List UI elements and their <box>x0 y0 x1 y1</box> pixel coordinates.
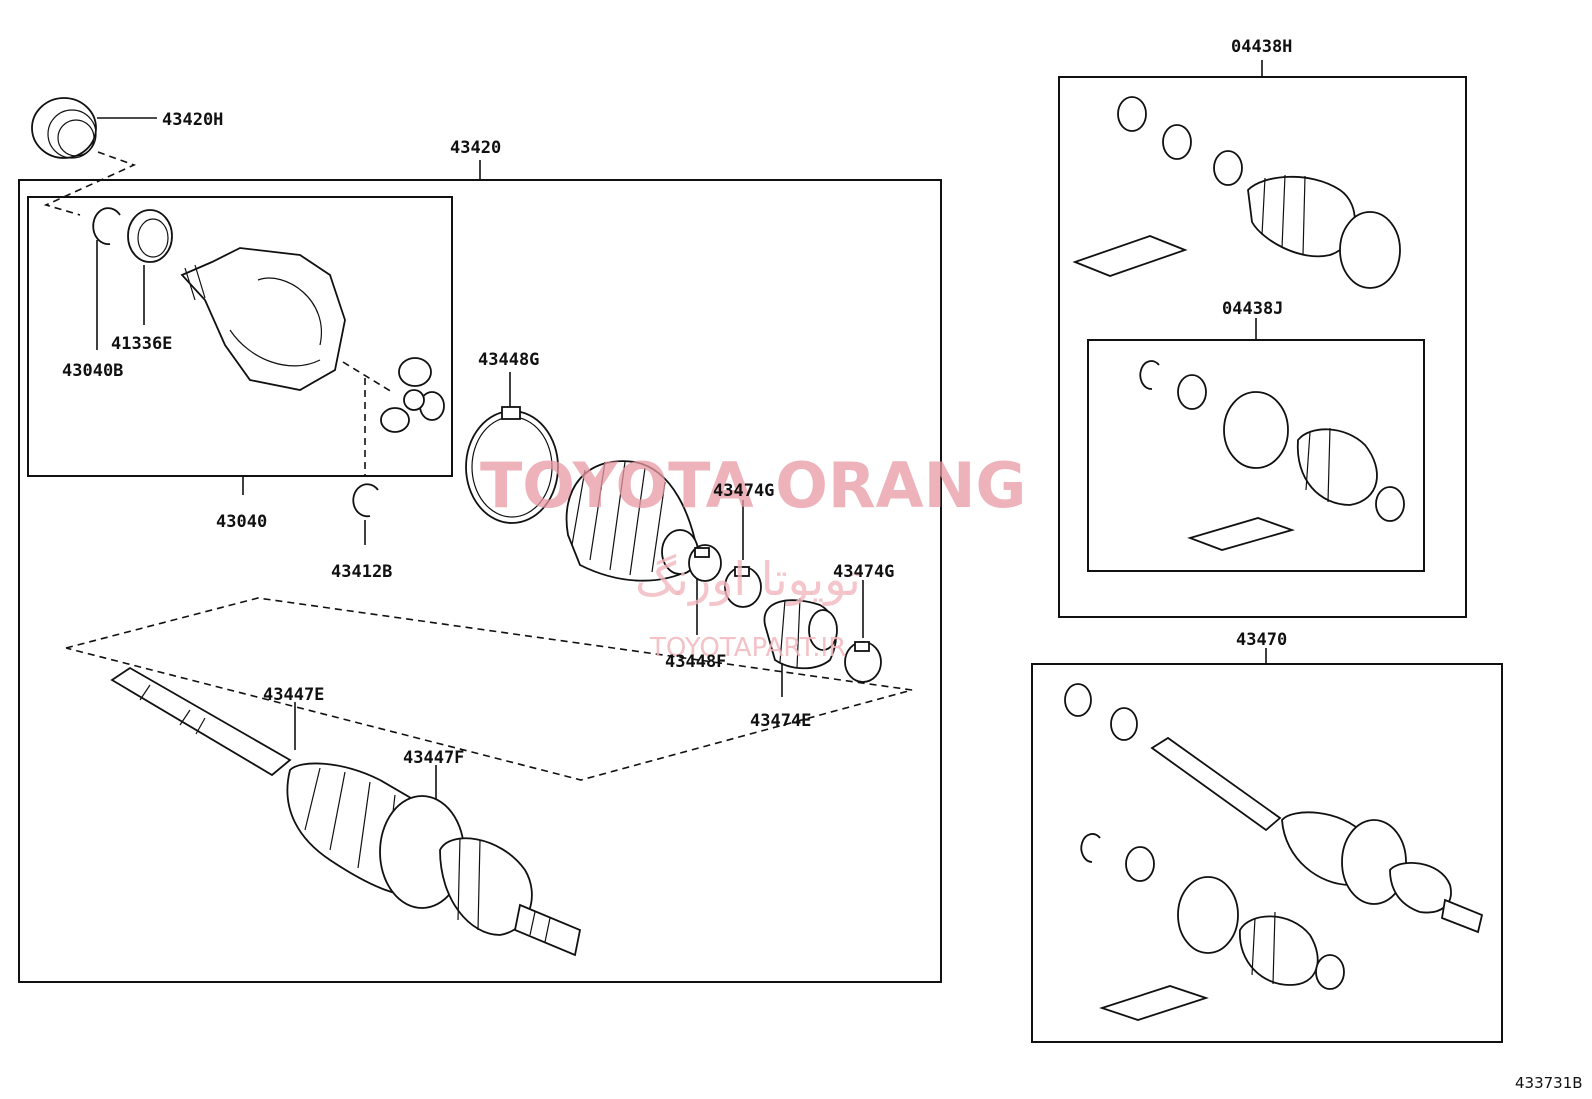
boot-kit-04438h-parts <box>1072 96 1401 289</box>
label-43470: 43470 <box>1236 630 1287 650</box>
clamp-43474g-upper <box>724 566 762 608</box>
label-43420h: 43420H <box>162 110 223 130</box>
watermark: TOYOTA ORANG تویوتا اورنگ TOYOTAPART.IR <box>480 449 1026 663</box>
label-43447f: 43447F <box>403 748 464 768</box>
label-43040: 43040 <box>216 512 267 532</box>
clamp-43448f <box>688 544 722 582</box>
boot-kit-04438j-parts <box>1139 360 1405 551</box>
tripod-spider <box>380 357 445 433</box>
leader-lines <box>96 60 1267 800</box>
label-43420: 43420 <box>450 138 501 158</box>
label-43474e: 43474E <box>750 711 811 731</box>
snap-ring-43412b <box>352 483 379 518</box>
figure-code: 433731B <box>1515 1074 1583 1092</box>
seal-43420h <box>31 97 97 159</box>
label-43412b: 43412B <box>331 562 392 582</box>
inboard-joint-frame <box>27 196 453 477</box>
watermark-title: TOYOTA ORANG <box>480 449 1026 522</box>
dashed-guides <box>43 151 913 781</box>
ring-41336e <box>127 209 173 263</box>
shaft-43470-parts <box>1064 683 1484 1021</box>
watermark-arabic: تویوتا اورنگ <box>635 552 861 607</box>
label-43448g: 43448G <box>478 350 539 370</box>
label-43448f: 43448F <box>665 652 726 672</box>
label-04438j: 04438J <box>1222 299 1283 319</box>
label-04438h: 04438H <box>1231 37 1292 57</box>
watermark-site: TOYOTAPART.IR <box>649 633 846 663</box>
boot-43474e <box>763 597 838 670</box>
part-labels: 43420H 43420 43040B 41336E 43040 43412B … <box>62 37 1292 768</box>
clamp-43448g <box>465 406 559 524</box>
snap-ring-43040b <box>92 207 121 245</box>
label-43447e: 43447E <box>263 685 324 705</box>
inboard-joint-housing <box>180 247 346 391</box>
label-43040b: 43040B <box>62 361 123 381</box>
clamp-43474g-lower <box>844 641 882 683</box>
shaft-43470-frame <box>1031 663 1503 1043</box>
label-41336e: 41336E <box>111 334 172 354</box>
label-43474g-upper: 43474G <box>713 481 774 501</box>
label-43474g-lower: 43474G <box>833 562 894 582</box>
drive-shaft <box>110 666 582 957</box>
